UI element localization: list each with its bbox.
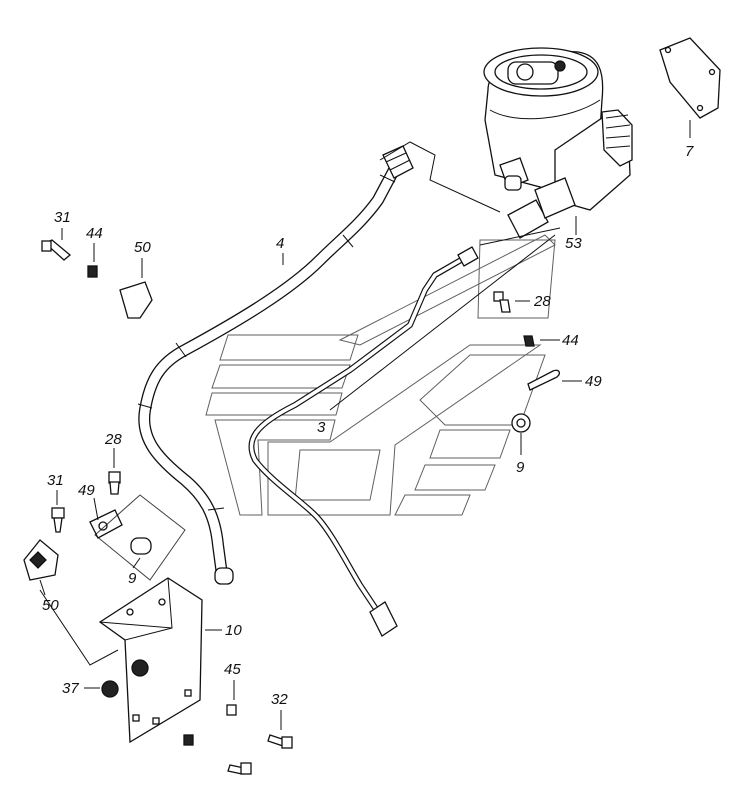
- clamp-50-left: [23, 539, 59, 581]
- cotter-49-right: [527, 369, 560, 391]
- nut-44-top: [87, 265, 98, 278]
- callout-31-top: 31: [54, 209, 71, 226]
- bolt-31-top: [41, 239, 72, 261]
- callout-44-top: 44: [86, 225, 103, 242]
- tube-3: [248, 246, 479, 637]
- callout-7: 7: [685, 143, 694, 160]
- bolt-32-a: [267, 734, 293, 749]
- bolt-28-top: [493, 291, 511, 313]
- clip-49-left: [89, 509, 123, 539]
- grommet-37-2: [101, 680, 119, 698]
- bracket-10: [98, 577, 203, 744]
- callout-31-left: 31: [47, 472, 64, 489]
- callout-9-left: 9: [128, 570, 137, 587]
- bolt-28-left: [108, 471, 121, 495]
- callout-10: 10: [225, 622, 242, 639]
- callout-49-left: 49: [78, 482, 95, 499]
- callout-50-top: 50: [134, 239, 151, 256]
- cover-plate-7: [659, 37, 721, 119]
- callout-labels: 7 53 4 31 44 50 28 44 49 3 9 28 31 49 9 …: [42, 143, 694, 708]
- clamp-50-top: [119, 281, 153, 319]
- watermark-logo: [205, 234, 556, 516]
- nut-45-b: [183, 734, 194, 746]
- callout-28-top: 28: [533, 293, 551, 310]
- callout-53: 53: [565, 235, 582, 252]
- callout-49-right: 49: [585, 373, 602, 390]
- leader-lines: [39, 120, 691, 730]
- callout-45: 45: [224, 661, 241, 678]
- callout-9-right: 9: [516, 459, 525, 476]
- callout-50-left: 50: [42, 597, 59, 614]
- callout-37: 37: [62, 680, 79, 697]
- bolt-31-left: [51, 507, 65, 533]
- spacer-9-left: [130, 537, 152, 555]
- callout-3: 3: [317, 419, 326, 436]
- grommet-37-1: [131, 659, 149, 677]
- bolt-32-b: [227, 762, 252, 775]
- hose-4: [137, 162, 401, 585]
- callout-44-right: 44: [562, 332, 579, 349]
- pin-44-right: [523, 335, 535, 347]
- callout-28-left: 28: [104, 431, 122, 448]
- nut-45-a: [226, 704, 237, 716]
- power-steering-pump: [483, 47, 633, 239]
- callout-32: 32: [271, 691, 288, 708]
- washer-9-right: [511, 413, 531, 433]
- callout-4: 4: [276, 235, 284, 252]
